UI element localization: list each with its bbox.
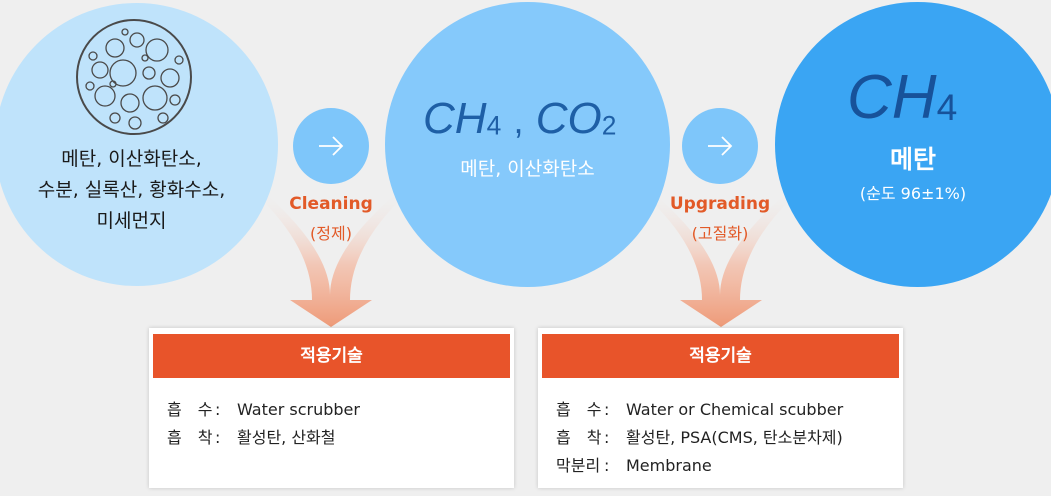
formula-ch: CH — [847, 63, 937, 132]
step-arrow-1 — [293, 108, 369, 184]
input-gas-line-3: 미세먼지 — [96, 210, 167, 232]
biogas-formula: CH4 , CO2 — [423, 94, 616, 144]
step-arrow-2 — [682, 108, 758, 184]
formula-co: CO — [535, 94, 602, 143]
tech-value: 활성탄, 산화철 — [237, 428, 336, 447]
tech-method: 막분리 — [556, 456, 601, 475]
step-2-title: Upgrading — [669, 194, 771, 214]
box-header: 적용기술 — [153, 334, 510, 378]
step-1-subtitle: (정제) — [310, 224, 352, 243]
tech-value: Water or Chemical scubber — [626, 400, 844, 419]
box-header: 적용기술 — [542, 334, 899, 378]
methane-formula: CH4 — [847, 62, 957, 133]
tech-row: 흡 수: Water or Chemical scubber — [556, 396, 843, 420]
tech-colon: : — [604, 456, 610, 475]
tech-row: 흡 착: 활성탄, 산화철 — [167, 424, 336, 448]
methane-title: 메탄 — [889, 145, 936, 174]
tech-row: 흡 수: Water scrubber — [167, 396, 360, 420]
tech-method: 흡 수 — [167, 400, 213, 419]
formula-ch: CH — [423, 94, 487, 143]
tech-method: 흡 수 — [556, 400, 602, 419]
input-gas-circle: 메탄, 이산화탄소, 수분, 실록산, 황화수소, 미세먼지 — [0, 3, 278, 286]
formula-co-sub: 2 — [601, 110, 617, 141]
applied-tech-box-cleaning: 적용기술 흡 수: Water scrubber 흡 착: 활성탄, 산화철 — [149, 328, 514, 488]
tech-row: 막분리: Membrane — [556, 452, 712, 476]
funnel-arrow-icon — [262, 190, 400, 327]
tech-colon: : — [604, 400, 610, 419]
tech-value: Water scrubber — [237, 400, 360, 419]
biogas-label: 메탄, 이산화탄소 — [460, 158, 595, 180]
tech-method: 흡 착 — [556, 428, 602, 447]
formula-ch-sub: 4 — [936, 85, 958, 128]
formula-ch-sub: 4 — [486, 110, 502, 141]
input-gas-line-2: 수분, 실록산, 황화수소, — [37, 179, 226, 201]
formula-separator: , — [513, 100, 524, 141]
tech-value: Membrane — [626, 456, 712, 475]
methane-circle: CH4 메탄 (순도 96±1%) — [775, 2, 1051, 287]
step-2-subtitle: (고질화) — [691, 224, 749, 243]
tech-method: 흡 착 — [167, 428, 213, 447]
step-1-title: Cleaning — [289, 194, 373, 214]
methane-purity: (순도 96±1%) — [859, 184, 967, 203]
funnel-arrow-icon — [650, 190, 790, 327]
input-gas-line-1: 메탄, 이산화탄소, — [61, 148, 202, 170]
bubbles-icon — [76, 19, 192, 135]
tech-row: 흡 착: 활성탄, PSA(CMS, 탄소분차제) — [556, 424, 843, 448]
applied-tech-box-upgrading: 적용기술 흡 수: Water or Chemical scubber 흡 착: 활… — [538, 328, 903, 488]
tech-value: 활성탄, PSA(CMS, 탄소분차제) — [626, 428, 843, 447]
arrow-right-icon — [708, 136, 733, 156]
tech-colon: : — [604, 428, 610, 447]
tech-colon: : — [215, 400, 221, 419]
tech-colon: : — [215, 428, 221, 447]
biogas-circle: CH4 , CO2 메탄, 이산화탄소 — [385, 2, 670, 287]
arrow-right-icon — [319, 136, 344, 156]
